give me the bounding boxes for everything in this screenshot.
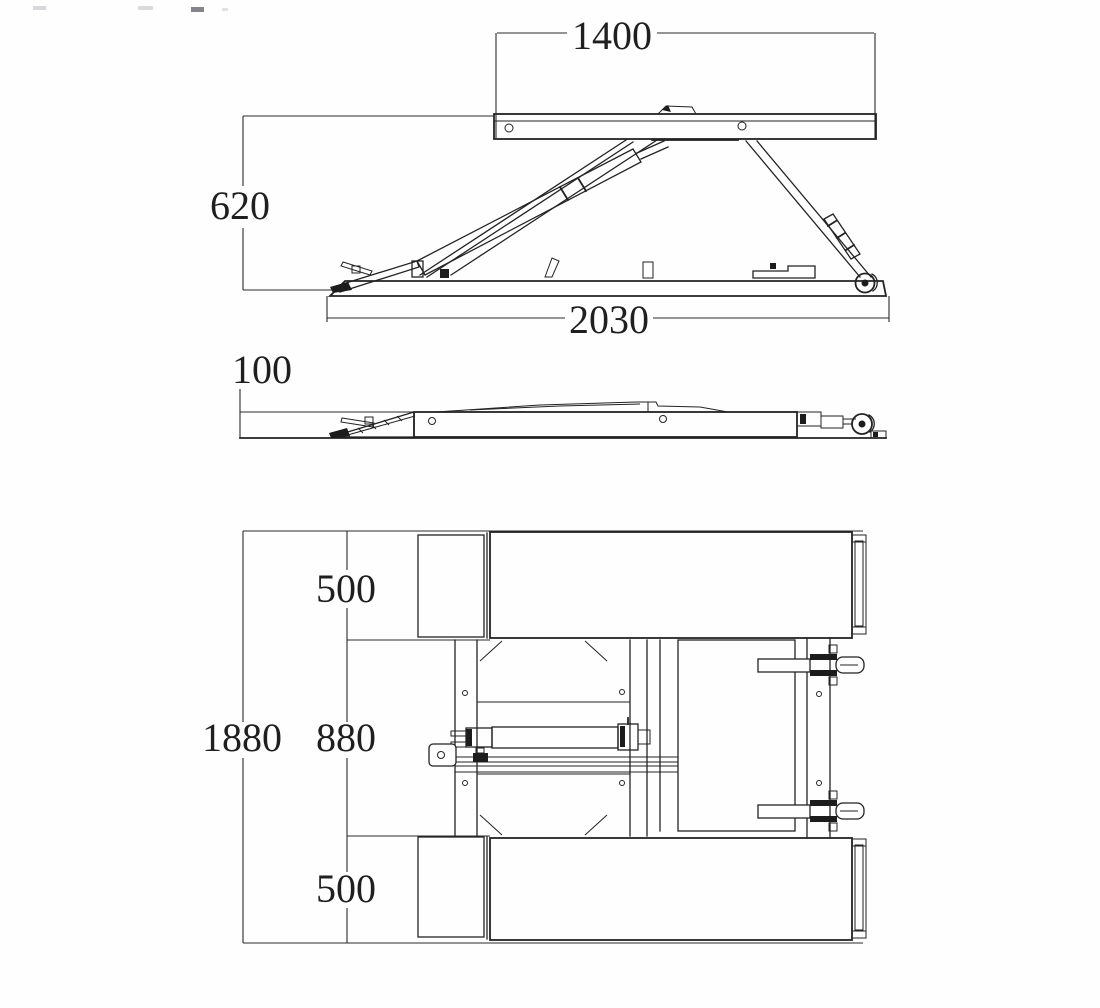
plan-view: 1880 500 880 500 [202,530,867,944]
lower-jack-arm [757,790,865,832]
rear-ramp [417,836,485,938]
hydraulic-cylinder-plan [450,717,651,751]
dim-label-2030: 2030 [569,297,649,342]
dim-label-500-rear: 500 [316,866,376,911]
hydraulic-cylinder [416,140,669,276]
side-view-raised: 1400 620 2030 [210,13,890,342]
front-edge-strip [854,540,864,627]
flap-handle [340,261,373,276]
scan-artifact-marks [33,6,228,12]
roller-wheel [854,272,878,294]
approach-flap [330,260,420,293]
base-mounts [411,257,816,279]
platform-body [413,411,798,438]
center-deck [677,639,796,832]
dim-label-620: 620 [210,183,270,228]
collapsed-lift [239,401,887,439]
upper-jack-arm [757,644,865,686]
dim-base-length: 2030 [326,296,890,342]
base-frame [327,280,888,297]
tie-bars [455,747,678,773]
dim-lowered-height: 100 [232,347,414,438]
rear-roller-assembly [796,411,887,439]
plan-dimension-lines: 1880 500 880 500 [202,530,863,944]
flap-handle [340,417,375,428]
drive-ramp [329,411,416,439]
rear-platform [417,836,867,941]
dim-label-1880: 1880 [202,715,282,760]
side-view-lowered: 100 [232,347,887,439]
front-ramp [417,534,485,638]
folded-arms [435,401,729,413]
rear-edge-strip [854,844,864,931]
scissor-mechanism [330,139,878,294]
dim-label-880: 880 [316,715,376,760]
dim-platform-length: 1400 [495,13,876,138]
front-platform [417,531,867,639]
side-bracket [428,743,457,767]
center-frame [428,639,796,837]
dim-label-500-front: 500 [316,566,376,611]
right-rail-arms [757,637,865,839]
dim-label-100: 100 [232,347,292,392]
lift-platform [493,105,877,141]
dim-raised-height: 620 [210,115,494,291]
dim-label-1400: 1400 [572,13,652,58]
lock-release [473,753,488,762]
safety-lock-bar [823,213,861,260]
